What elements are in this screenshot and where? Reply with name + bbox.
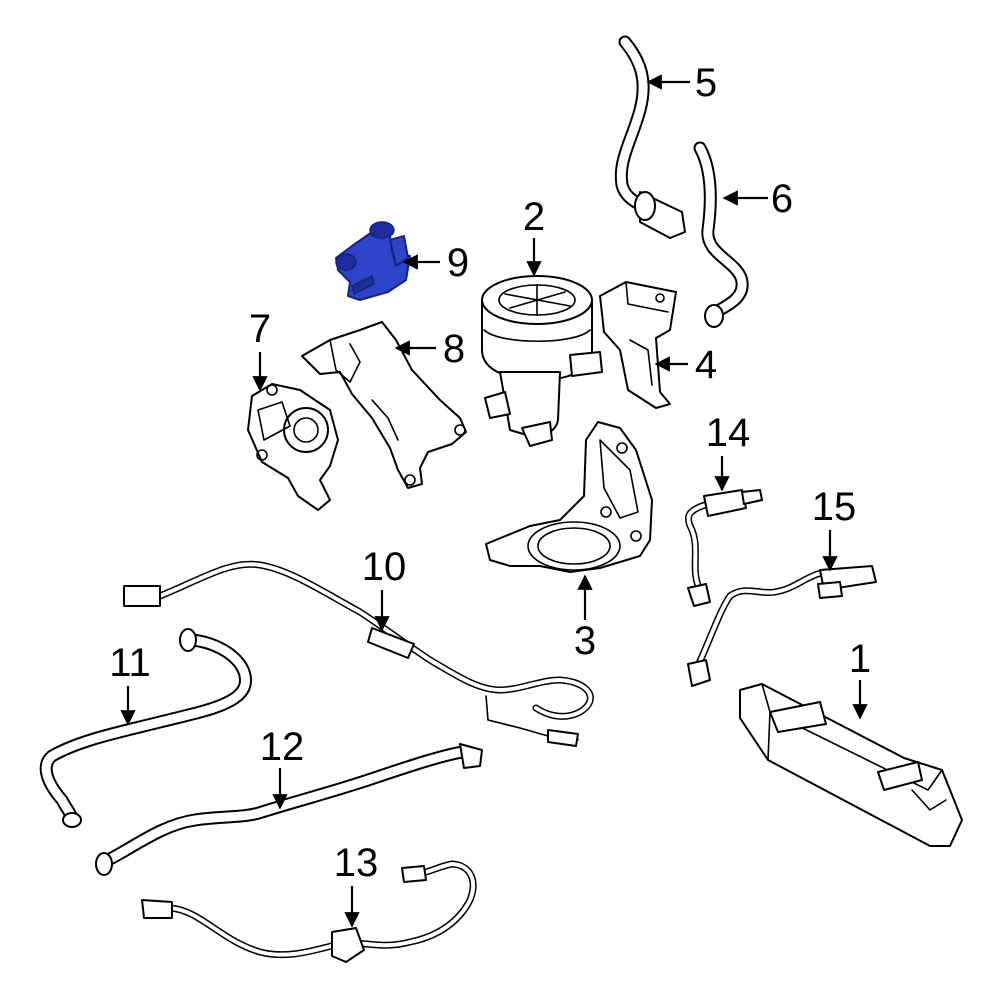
callout-4: 4 <box>695 343 717 387</box>
part-10-harness[interactable] <box>123 560 594 747</box>
part-15-sensor[interactable] <box>687 565 877 687</box>
callout-12: 12 <box>260 725 305 769</box>
part-1-canister[interactable] <box>739 683 963 847</box>
part-2-air-pump[interactable] <box>481 275 603 447</box>
part-3-bracket[interactable] <box>485 421 653 573</box>
part-6-hose[interactable] <box>693 141 749 328</box>
part-4-bracket[interactable] <box>599 281 677 409</box>
part-7-valve[interactable] <box>247 383 339 511</box>
callout-9: 9 <box>447 241 469 285</box>
part-8-bracket[interactable] <box>301 321 467 489</box>
callout-13: 13 <box>334 841 379 885</box>
callout-11: 11 <box>109 641 151 685</box>
callout-10: 10 <box>362 545 407 589</box>
callout-6: 6 <box>771 177 793 221</box>
part-13-sensor[interactable] <box>141 860 477 963</box>
callout-3: 3 <box>574 619 596 663</box>
part-14-sensor[interactable] <box>685 489 763 607</box>
callout-8: 8 <box>443 327 465 371</box>
part-5-hose[interactable] <box>614 35 686 239</box>
part-9-valve[interactable] <box>335 221 411 301</box>
leader-lines <box>120 74 868 928</box>
callout-15: 15 <box>812 485 857 529</box>
callout-14: 14 <box>706 411 751 455</box>
callout-1: 1 <box>849 637 871 681</box>
callout-5: 5 <box>695 61 717 105</box>
part-12-hose[interactable] <box>95 743 483 876</box>
callout-labels: 1 2 3 4 5 6 7 8 9 10 11 12 13 14 15 <box>109 61 871 885</box>
part-11-hose[interactable] <box>39 628 252 828</box>
callout-7: 7 <box>249 307 271 351</box>
callout-2: 2 <box>523 195 545 239</box>
